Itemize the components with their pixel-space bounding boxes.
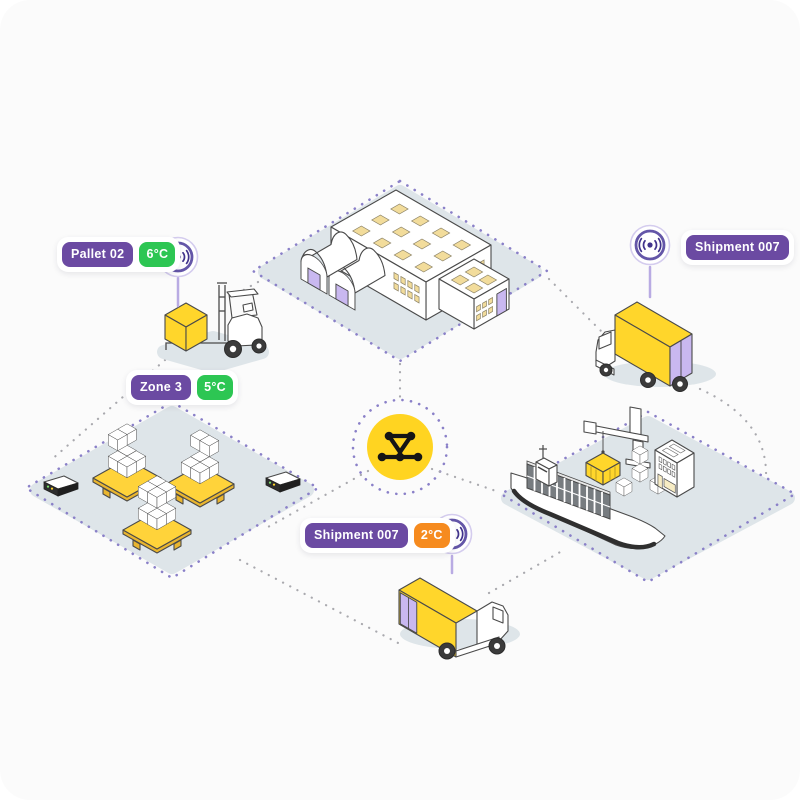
- warehouse-building: [300, 189, 510, 330]
- cargo-ship: [510, 445, 666, 550]
- hub-dotted-ring: [351, 398, 449, 496]
- shipment-bottom-badge-card: Shipment 007 2°C: [300, 518, 455, 553]
- pallet-temperature-badge: 6°C: [139, 242, 176, 267]
- signal-icons: [157, 224, 671, 575]
- box-truck-bottom: [398, 577, 520, 660]
- box-truck-right: [595, 301, 716, 392]
- forklift: [157, 282, 269, 373]
- pallet-label: Pallet 02: [62, 242, 134, 267]
- annex-door: [307, 267, 321, 291]
- shipment-right-label: Shipment 007: [686, 235, 789, 260]
- zone-label: Zone 3: [131, 375, 192, 400]
- yellow-container: [585, 452, 621, 486]
- pallet-badge-card: Pallet 02 6°C: [57, 237, 181, 272]
- zone-temperature-badge: 5°C: [197, 375, 233, 400]
- port-building: [654, 439, 695, 498]
- port-contents: [510, 406, 695, 550]
- annex-door: [335, 283, 349, 307]
- connector-lines: [48, 277, 768, 646]
- zone-badge-card: Zone 3 5°C: [126, 370, 238, 405]
- shipment-right-badge-card: Shipment 007: [681, 230, 794, 265]
- network-hub: [367, 414, 433, 480]
- warehouse-door: [496, 287, 507, 317]
- shipment-bottom-label: Shipment 007: [305, 523, 408, 548]
- shipment-bottom-temperature-badge: 2°C: [413, 523, 450, 548]
- radio-signal-icon: [629, 224, 671, 266]
- network-hub-icon: [377, 431, 423, 462]
- port-crane: [583, 406, 651, 469]
- hub-circle: [367, 414, 433, 480]
